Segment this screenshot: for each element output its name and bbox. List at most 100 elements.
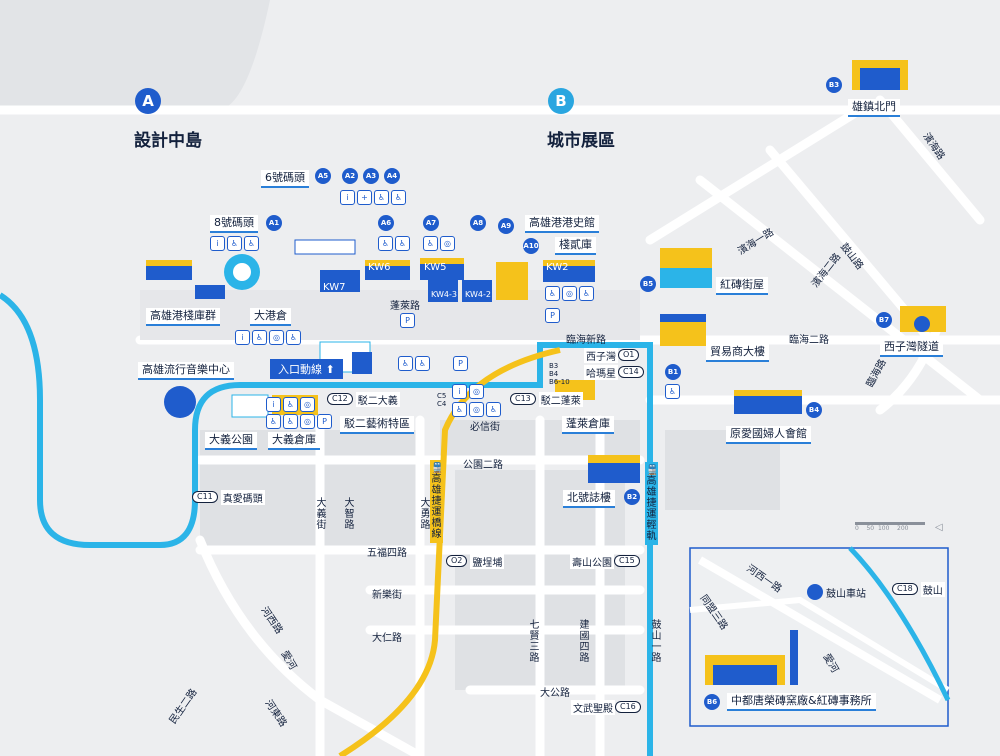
red-brick-house-label[interactable]: 紅磚街屋 <box>716 277 768 295</box>
train-icon: 🚆 <box>431 463 444 474</box>
pier6-label[interactable]: 6號碼頭 <box>261 170 309 188</box>
venue-badge-a3[interactable]: A3 <box>363 168 379 184</box>
restroom-icon: ♿ <box>452 402 467 417</box>
venue-badge-a10[interactable]: A10 <box>523 238 539 254</box>
pengai-road: 蓬萊路 <box>390 301 420 312</box>
patriotic-womens-hall-label[interactable]: 原愛國婦人會館 <box>726 426 811 444</box>
mrt-line-label: 🚆高雄捷運橋線 <box>430 460 443 543</box>
accessible-icon: ♿ <box>286 330 301 345</box>
venue-badge-a4[interactable]: A4 <box>384 168 400 184</box>
entrance-facility-icons: ♿♿ <box>398 356 430 371</box>
c12-facility-icons-2: ♿♿◎P <box>266 414 332 429</box>
accessible-icon: ♿ <box>579 286 594 301</box>
pier8-facility-icons: i♿♿ <box>210 236 259 251</box>
a6-facility-icons: ♿♿ <box>378 236 410 251</box>
nursing-room-icon: ◎ <box>440 236 455 251</box>
harbor-history-museum-label[interactable]: 高雄港港史館 <box>525 215 599 233</box>
venue-badge-b7[interactable]: B7 <box>876 312 892 328</box>
north-signal-house-label[interactable]: 北號誌樓 <box>563 490 615 508</box>
street-bisin: 必信街 <box>470 422 500 433</box>
dagangcang-label[interactable]: 大港倉 <box>250 308 291 326</box>
street-gongyuan-2: 公園二路 <box>463 460 503 471</box>
accessible-icon: ♿ <box>486 402 501 417</box>
restroom-icon: ♿ <box>398 356 413 371</box>
accessible-icon: ♿ <box>415 356 430 371</box>
first-aid-icon: + <box>357 190 372 205</box>
street-wufu-4: 五福四路 <box>367 548 407 559</box>
nursing-room-icon: ◎ <box>300 414 315 429</box>
trade-building-label[interactable]: 貿易商大樓 <box>706 344 769 362</box>
arrow-up-icon: ⬆ <box>325 363 335 376</box>
restroom-icon: ♿ <box>545 286 560 301</box>
restroom-icon: ♿ <box>665 384 680 399</box>
zone-b-badge: B <box>548 88 574 114</box>
zone-b-code-b6-10: B6-10 <box>549 378 570 386</box>
venue-badge-b5[interactable]: B5 <box>640 276 656 292</box>
scale-bar: 0 50 100 200 <box>855 522 925 532</box>
zone-b-code-b4: B4 <box>549 370 559 378</box>
nursing-room-icon: ◎ <box>562 286 577 301</box>
dayi-warehouse-label[interactable]: 大義倉庫 <box>268 432 320 450</box>
venue-badge-b1[interactable]: B1 <box>665 364 681 380</box>
nursing-room-icon: ◎ <box>300 397 315 412</box>
venue-badge-a8[interactable]: A8 <box>470 215 486 231</box>
zone-b-code-b3: B3 <box>549 362 559 370</box>
warehouse-kw2: KW2 <box>546 262 569 273</box>
street-dayong: 大勇路 <box>420 498 431 531</box>
venue-badge-b2[interactable]: B2 <box>624 489 640 505</box>
info-icon: i <box>340 190 355 205</box>
venue-badge-a1[interactable]: A1 <box>266 215 282 231</box>
kw2-facility-icons: ♿◎♿ <box>545 286 594 301</box>
venue-badge-b6[interactable]: B6 <box>704 694 720 710</box>
tangrong-kiln-label[interactable]: 中都唐榮磚窯廠&紅磚事務所 <box>727 693 876 711</box>
pier6-facility-icons: i+♿♿ <box>340 190 406 205</box>
dayi-park-label[interactable]: 大義公園 <box>205 432 257 450</box>
parking-icon-kw2: P <box>545 308 560 323</box>
restroom-icon: ♿ <box>374 190 389 205</box>
kw-group-label[interactable]: 高雄港棧庫群 <box>146 308 220 326</box>
venue-badge-a2[interactable]: A2 <box>342 168 358 184</box>
venue-badge-a6[interactable]: A6 <box>378 215 394 231</box>
venue-badge-a5[interactable]: A5 <box>315 168 331 184</box>
music-center-label[interactable]: 高雄流行音樂中心 <box>138 362 234 380</box>
zone-b-title: 城市展區 <box>547 131 615 151</box>
restroom-icon: ♿ <box>378 236 393 251</box>
kw2-warehouse-label[interactable]: 棧貳庫 <box>555 237 596 255</box>
street-jianguo-4: 建國四路 <box>579 620 590 664</box>
restroom-icon: ♿ <box>227 236 242 251</box>
warehouse-kw6: KW6 <box>368 262 391 273</box>
b1-facility-icons: ♿ <box>665 384 680 399</box>
xiongzhen-north-gate-label[interactable]: 雄鎮北門 <box>848 99 900 117</box>
street-xinle: 新樂街 <box>372 590 402 601</box>
restroom-icon: ♿ <box>252 330 267 345</box>
venue-badge-a7[interactable]: A7 <box>423 215 439 231</box>
north-arrow-icon: ◁ <box>935 522 943 533</box>
parking-icon: P <box>317 414 332 429</box>
dagangcang-facility-icons: i♿◎♿ <box>235 330 301 345</box>
zone-a-title: 設計中島 <box>134 131 202 151</box>
pier8-label[interactable]: 8號碼頭 <box>210 215 258 233</box>
warehouse-kw7: KW7 <box>323 282 346 293</box>
venue-badge-b3[interactable]: B3 <box>826 77 842 93</box>
nursing-room-icon: ◎ <box>469 402 484 417</box>
scale-line <box>855 522 925 525</box>
sizihwan-tunnel-label[interactable]: 西子灣隧道 <box>880 339 943 357</box>
venue-badge-a9[interactable]: A9 <box>498 218 514 234</box>
accessible-icon: ♿ <box>391 190 406 205</box>
zone-a-badge: A <box>135 88 161 114</box>
pengai-warehouse-label[interactable]: 蓬萊倉庫 <box>562 416 614 434</box>
pier2-art-district-label[interactable]: 駁二藝術特區 <box>340 416 414 434</box>
street-linhai-2: 臨海二路 <box>789 335 829 346</box>
venue-badge-b4[interactable]: B4 <box>806 402 822 418</box>
gushan-station-label: 鼓山車站 <box>826 589 866 600</box>
